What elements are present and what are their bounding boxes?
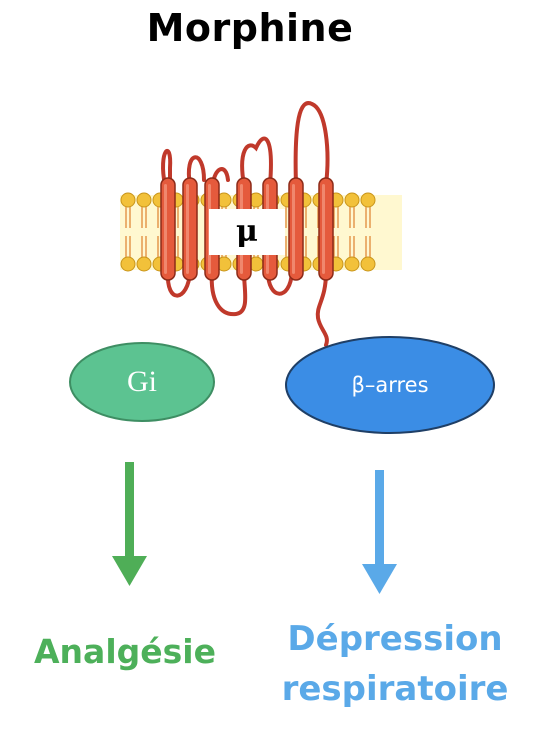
helix-highlight	[186, 184, 189, 274]
lipid-tail	[125, 236, 131, 257]
title-morphine: Morphine	[146, 6, 354, 50]
arrow-to-analgesia	[112, 462, 147, 586]
transmembrane-helix	[288, 177, 304, 281]
lipid-tail	[365, 207, 371, 228]
helix-highlight	[322, 184, 325, 274]
lipid-tail	[125, 207, 131, 228]
beta-arrestin-label: β–arres	[351, 373, 429, 397]
transmembrane-helix	[318, 177, 334, 281]
transmembrane-helix	[160, 177, 176, 281]
lipid-head	[360, 256, 376, 272]
lipid-head	[136, 256, 152, 272]
lipid-tail	[333, 207, 339, 228]
helix-highlight	[292, 184, 295, 274]
lipid-head	[120, 256, 136, 272]
helix-highlight	[164, 184, 167, 274]
outcome-line-1: Dépression	[287, 619, 503, 659]
lipid-head	[136, 192, 152, 208]
receptor-label-box	[209, 209, 285, 255]
gi-label: Gi	[127, 365, 157, 398]
outcome-respiratory-depression: Dépression respiratoire	[262, 614, 528, 714]
lipid-head	[344, 256, 360, 272]
outcome-analgesia: Analgésie	[34, 632, 216, 671]
lipid-head	[360, 192, 376, 208]
gi-protein-node	[69, 342, 215, 422]
lipid-tail	[141, 207, 147, 228]
lipid-head	[120, 192, 136, 208]
lipid-tail	[333, 236, 339, 257]
arrow-to-respiratory-depression	[362, 470, 397, 594]
lipid-tail	[349, 236, 355, 257]
lipid-tail	[349, 207, 355, 228]
beta-arrestin-node	[285, 336, 495, 434]
transmembrane-helix	[182, 177, 198, 281]
lipid-tail	[365, 236, 371, 257]
outcome-line-2: respiratoire	[281, 669, 509, 709]
mu-receptor-label: μ	[236, 214, 258, 249]
lipid-tail	[141, 236, 147, 257]
lipid-head	[344, 192, 360, 208]
